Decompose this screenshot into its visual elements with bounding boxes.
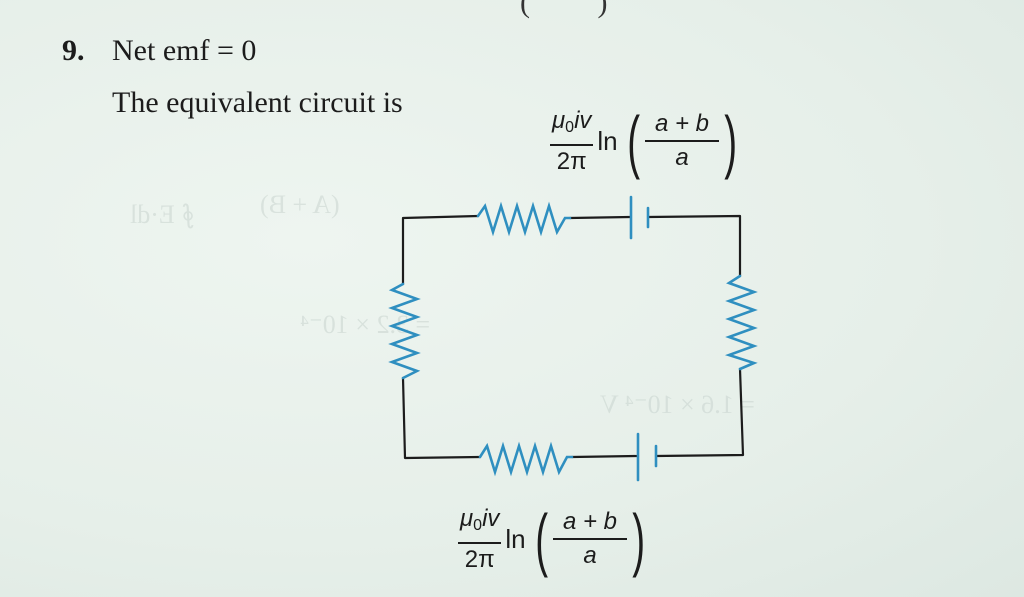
resistor-bottom bbox=[478, 441, 574, 477]
wire-bottom-left bbox=[401, 376, 482, 460]
wire-bottom-mid bbox=[570, 454, 640, 459]
resistor-top bbox=[476, 201, 572, 237]
numerator-iv: iv bbox=[574, 106, 592, 134]
emf-numerator: μ0iv bbox=[550, 107, 593, 142]
ratio-fraction: a + b a bbox=[644, 110, 720, 172]
resistor-right bbox=[724, 274, 758, 371]
close-paren: ) bbox=[724, 102, 738, 180]
fraction-bar bbox=[458, 541, 502, 544]
wire-top-left bbox=[401, 214, 480, 286]
mu-symbol: μ bbox=[460, 504, 474, 532]
numerator-iv: iv bbox=[482, 504, 500, 532]
mu-symbol: μ bbox=[552, 106, 566, 134]
answer-line-equivalent-circuit: The equivalent circuit is bbox=[112, 86, 403, 119]
ratio-numerator: a + b bbox=[654, 110, 710, 137]
formula-top: μ0iv 2π ln ( a + b a ) bbox=[550, 106, 742, 176]
ln-label: ln bbox=[505, 523, 526, 554]
ratio-numerator: a + b bbox=[562, 508, 618, 535]
mu-subscript: 0 bbox=[565, 118, 575, 136]
formula-bottom: μ0iv 2π ln ( a + b a ) bbox=[458, 504, 650, 574]
ratio-fraction: a + b a bbox=[552, 508, 628, 570]
resistor-left bbox=[388, 282, 421, 380]
fraction-bar bbox=[550, 143, 594, 146]
emf-fraction: μ0iv 2π bbox=[550, 107, 594, 176]
emf-denominator: 2π bbox=[464, 545, 495, 573]
ln-label: ln bbox=[597, 125, 618, 156]
question-number: 9. bbox=[62, 34, 85, 67]
emf-fraction: μ0iv 2π bbox=[458, 505, 502, 574]
ratio-denominator: a bbox=[583, 542, 597, 569]
close-paren: ) bbox=[632, 500, 646, 578]
ratio-denominator: a bbox=[675, 144, 689, 171]
emf-numerator: μ0iv bbox=[458, 505, 501, 540]
fraction-bar bbox=[644, 140, 720, 142]
answer-line-net-emf: Net emf = 0 bbox=[112, 34, 257, 67]
emf-denominator: 2π bbox=[556, 147, 587, 175]
previous-content-fragment: ( ) bbox=[520, 0, 638, 19]
mu-subscript: 0 bbox=[473, 516, 483, 534]
open-paren: ( bbox=[626, 102, 640, 180]
wire-top-mid bbox=[568, 215, 632, 220]
wire-top-right bbox=[646, 214, 742, 278]
wire-right-lower bbox=[654, 367, 745, 458]
open-paren: ( bbox=[534, 500, 548, 578]
fraction-bar bbox=[552, 538, 628, 540]
